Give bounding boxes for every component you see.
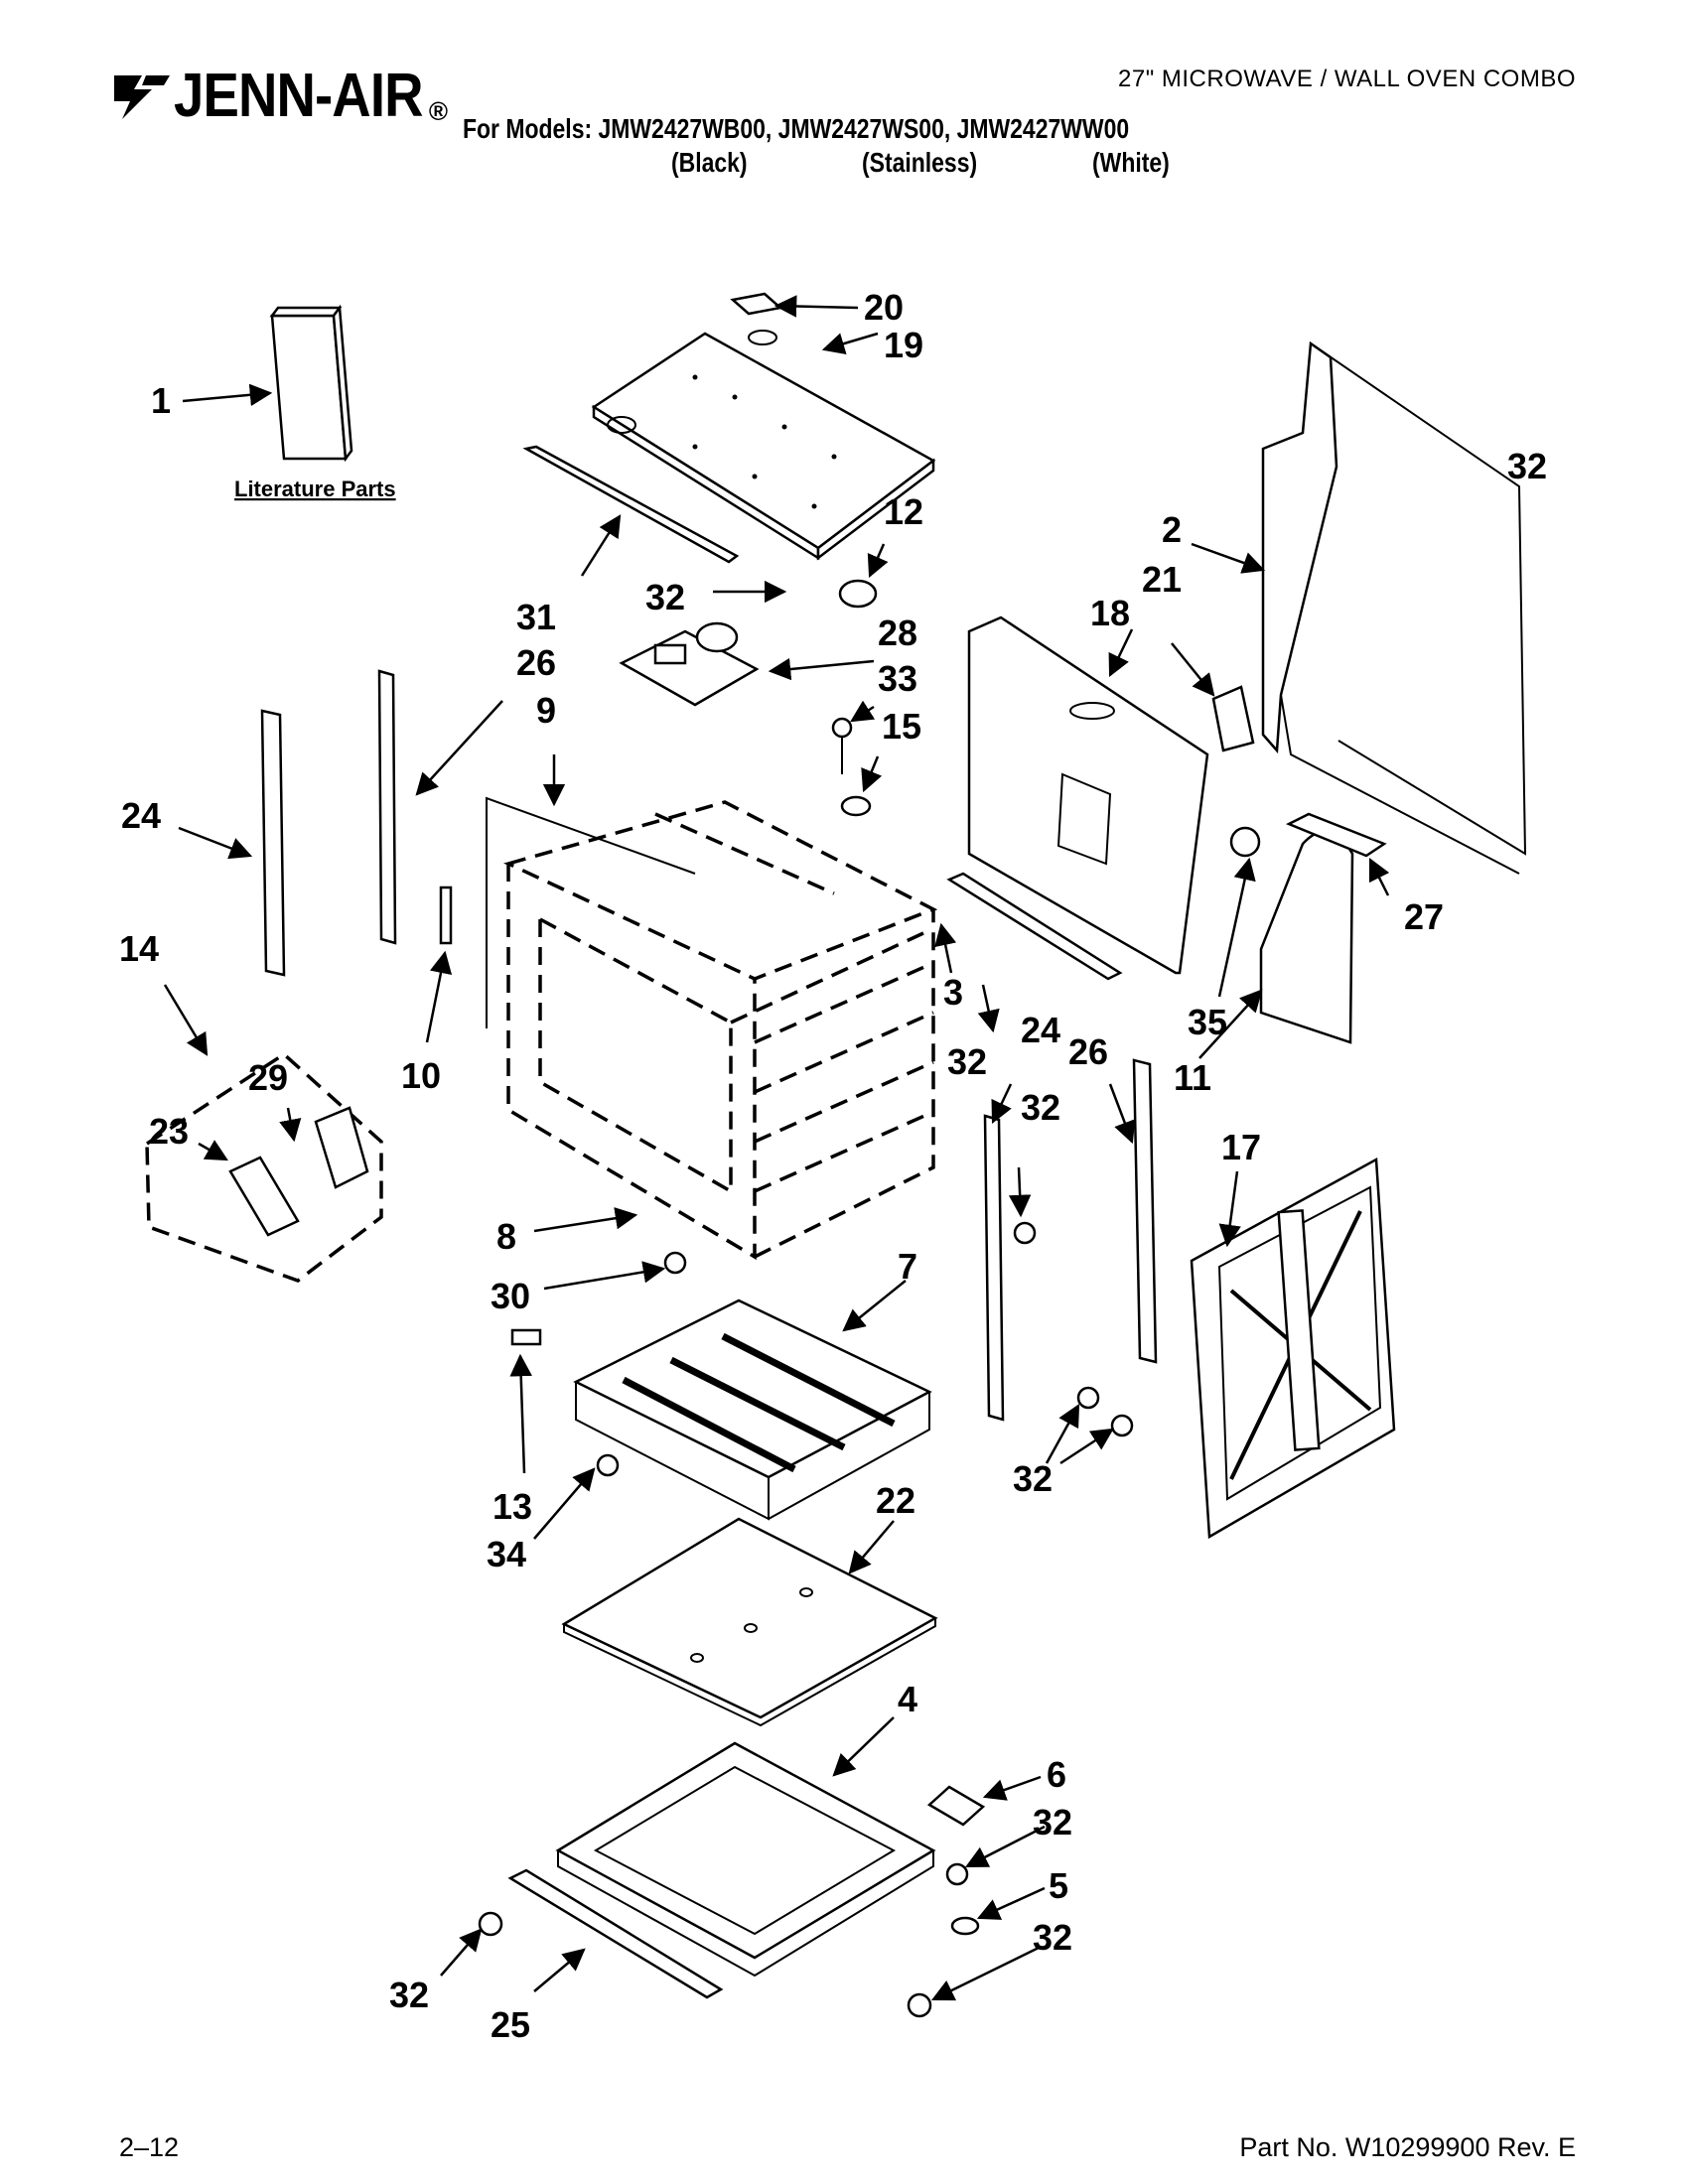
callout-27: 27	[1404, 896, 1444, 937]
brand-logo: JENN-AIR ®	[112, 62, 448, 131]
leader-lines	[163, 295, 1390, 2001]
callout-32-g: 32	[1033, 1917, 1072, 1958]
part-10-clip	[439, 886, 453, 945]
part-34-screw	[596, 1453, 620, 1477]
callout-18: 18	[1090, 593, 1130, 633]
callout-14: 14	[119, 928, 159, 969]
variant-white: (White)	[1092, 147, 1170, 178]
callout-32-e: 32	[1013, 1458, 1053, 1499]
part-33-screw	[831, 717, 853, 774]
part-24-rail-left	[260, 709, 286, 977]
part-18-rear-panel	[946, 615, 1209, 981]
callout-32-a: 32	[1507, 446, 1547, 486]
part-7-bottom-tray	[573, 1298, 932, 1521]
part-32-screw-base-right	[907, 1992, 932, 2018]
callout-numbers: 1 20 19 32 12 2 21 18 31 26 32 28 33 9 1…	[119, 287, 1547, 2045]
part-25-front-rail	[507, 1868, 724, 1999]
callout-32-h: 32	[389, 1975, 429, 2015]
part-27-strip	[1285, 812, 1387, 858]
callout-2: 2	[1162, 509, 1182, 550]
part-23-bezel	[228, 1156, 300, 1237]
part-21-thermostat	[1211, 685, 1255, 752]
part-19-top-panel	[591, 330, 936, 561]
part-20-plate	[730, 292, 783, 316]
part-22-bottom-plate	[561, 1517, 938, 1727]
callout-23: 23	[149, 1111, 189, 1152]
part-32-screw-base	[478, 1911, 503, 1937]
callout-30: 30	[491, 1276, 530, 1316]
part-12-grille	[838, 579, 878, 609]
callout-20: 20	[864, 287, 904, 328]
brand-name: JENN-AIR	[174, 62, 424, 130]
part-5-nut	[950, 1916, 980, 1936]
part-32-screw-rail-low	[1076, 1386, 1100, 1410]
callout-26-b: 26	[1068, 1031, 1108, 1072]
callout-28: 28	[878, 613, 917, 653]
part-26-rail-left	[377, 669, 397, 945]
callout-5: 5	[1049, 1865, 1068, 1906]
callout-24-a: 24	[121, 795, 161, 836]
part-11-cover	[1259, 829, 1354, 1044]
callout-13: 13	[492, 1486, 532, 1527]
callout-10: 10	[401, 1055, 441, 1096]
part-4-base-frame	[555, 1741, 936, 1978]
callout-11: 11	[1174, 1057, 1211, 1098]
part-31-strip	[522, 445, 740, 564]
part-30-plug	[663, 1251, 687, 1275]
callout-19: 19	[884, 325, 923, 365]
part-14-kit-outline	[145, 1051, 383, 1283]
callout-25: 25	[491, 2004, 530, 2045]
part-number: Part No. W10299900 Rev. E	[1239, 2132, 1576, 2162]
callout-1: 1	[151, 380, 171, 421]
callout-15: 15	[882, 706, 921, 747]
callout-32-c: 32	[947, 1041, 987, 1082]
callout-6: 6	[1047, 1754, 1066, 1795]
callout-34: 34	[487, 1534, 526, 1574]
callout-17: 17	[1221, 1127, 1261, 1167]
callout-32-f: 32	[1033, 1802, 1072, 1843]
callout-35: 35	[1188, 1002, 1227, 1042]
part-32-screw-rail	[1013, 1221, 1037, 1245]
callout-26-a: 26	[516, 642, 556, 683]
brand-registered-mark: ®	[428, 95, 448, 126]
callout-22: 22	[876, 1480, 915, 1521]
callout-32-b: 32	[645, 577, 685, 617]
part-28-motor-assembly	[619, 621, 760, 707]
variant-stainless: (Stainless)	[862, 147, 978, 178]
callout-21: 21	[1142, 559, 1182, 600]
callout-7: 7	[898, 1246, 917, 1287]
part-6-bracket	[926, 1785, 986, 1827]
part-32-screw-rail-low2	[1110, 1414, 1134, 1437]
callout-8: 8	[496, 1216, 516, 1257]
callout-12: 12	[884, 491, 923, 532]
part-13-sensor	[510, 1328, 542, 1346]
callout-33: 33	[878, 658, 917, 699]
document-title: 27" MICROWAVE / WALL OVEN COMBO	[1118, 66, 1576, 92]
part-29-bracket	[314, 1106, 369, 1189]
callout-9: 9	[536, 690, 556, 731]
part-32-screw-6	[945, 1862, 969, 1886]
callout-4: 4	[898, 1679, 917, 1719]
variant-black: (Black)	[671, 147, 748, 178]
part-26-rail-right	[1132, 1058, 1158, 1364]
literature-booklet	[269, 304, 353, 463]
callout-29: 29	[248, 1057, 288, 1098]
part-17-door-frame	[1190, 1157, 1396, 1540]
part-24-rail-right	[983, 1114, 1005, 1422]
literature-parts-label: Literature Parts	[234, 477, 396, 501]
part-2-outer-wrap	[1261, 341, 1527, 875]
page-number: 2–12	[119, 2132, 180, 2162]
callout-24-b: 24	[1021, 1010, 1060, 1050]
callout-3: 3	[943, 972, 963, 1013]
part-35-thermostat	[1229, 826, 1261, 858]
model-list: For Models: JMW2427WB00, JMW2427WS00, JM…	[463, 113, 1130, 144]
part-15-bushing	[840, 795, 872, 817]
part-3-strip	[946, 872, 1123, 981]
callout-32-d: 32	[1021, 1087, 1060, 1128]
jenn-air-logo-icon	[114, 75, 170, 119]
callout-31: 31	[516, 597, 556, 637]
part-9-oven-cavity	[486, 796, 938, 1261]
